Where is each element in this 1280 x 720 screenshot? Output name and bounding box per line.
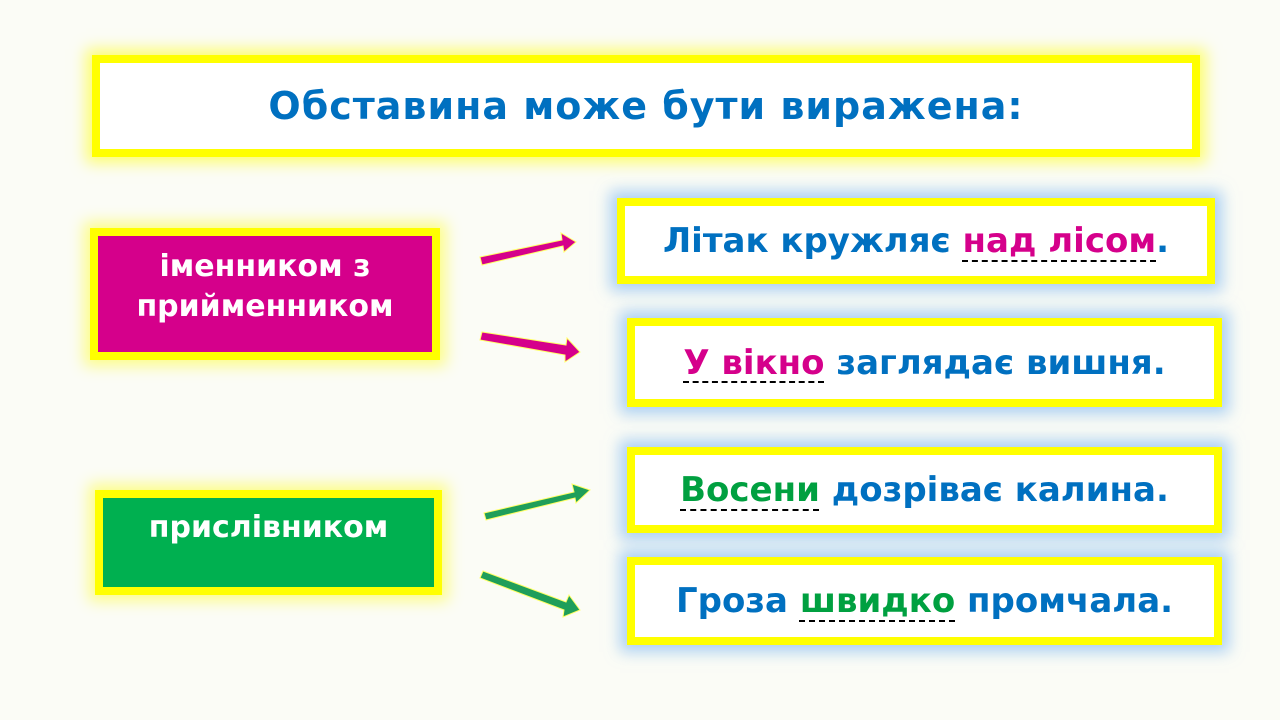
arrow-icon: [479, 331, 581, 363]
example-sentence: У вікно заглядає вишня.: [627, 318, 1222, 407]
sentence-text: промчала.: [955, 581, 1174, 621]
sentence-text: Літак кружляє: [662, 221, 963, 261]
category-label: прислівником: [148, 510, 389, 545]
example-sentence: Гроза швидко промчала.: [627, 557, 1222, 645]
sentence-text: дозріває калина.: [819, 470, 1169, 510]
arrow-icon: [479, 570, 581, 618]
category-noun-with-preposition: іменником з прийменником: [90, 228, 440, 360]
adverbial-highlight: Восени: [680, 470, 820, 510]
sentence-text: Гроза: [675, 581, 800, 621]
adverbial-highlight: над лісом: [962, 221, 1157, 261]
adverbial-highlight: швидко: [799, 581, 956, 621]
arrow-icon: [483, 483, 591, 521]
adverbial-highlight: У вікно: [683, 342, 825, 383]
category-adverb: прислівником: [95, 490, 442, 595]
category-label-line1: іменником з: [159, 249, 371, 284]
category-label-line2: прийменником: [136, 289, 394, 324]
example-sentence: Літак кружляє над лісом.: [617, 198, 1215, 284]
sentence-text: заглядає вишня.: [824, 342, 1166, 383]
example-sentence: Восени дозріває калина.: [627, 447, 1222, 533]
arrow-icon: [479, 232, 577, 266]
slide-title: Обставина може бути виражена:: [92, 55, 1200, 157]
sentence-text: .: [1156, 221, 1170, 261]
